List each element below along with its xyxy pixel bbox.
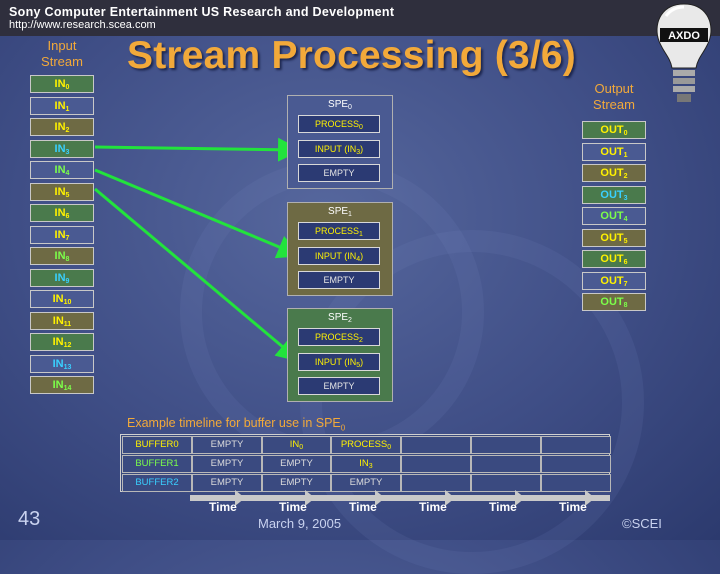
timeline-cell xyxy=(471,436,541,454)
input-stream-item: IN12 xyxy=(30,333,94,351)
footer-date: March 9, 2005 xyxy=(258,516,342,531)
arrow-in5-to-spe2 xyxy=(94,187,301,362)
timeline-cell xyxy=(401,436,471,454)
input-stream-item: IN14 xyxy=(30,376,94,394)
timeline-buffer-name: BUFFER1 xyxy=(122,455,192,473)
spe-empty-slot: EMPTY xyxy=(298,377,380,395)
timeline-cell: PROCESS0 xyxy=(331,436,401,454)
time-label: Time xyxy=(419,500,447,514)
input-stream-item: IN6 xyxy=(30,204,94,222)
input-stream-item: IN4 xyxy=(30,161,94,179)
timeline-cell xyxy=(541,474,611,492)
timeline-cell xyxy=(541,455,611,473)
input-stream-caption: Input Stream xyxy=(41,38,83,69)
spe-label: SPE0 xyxy=(328,99,352,111)
input-stream-item: IN0 xyxy=(30,75,94,93)
time-arrow-icon xyxy=(375,490,385,506)
output-stream-item: OUT5 xyxy=(582,228,646,247)
timeline-cell: EMPTY xyxy=(192,436,262,454)
arrow-in4-to-spe1 xyxy=(94,168,302,259)
spe-empty-slot: EMPTY xyxy=(298,271,380,289)
timeline-cell xyxy=(471,455,541,473)
timeline-cell xyxy=(471,474,541,492)
logo-text: AXDO xyxy=(668,30,700,42)
output-stream-item: OUT2 xyxy=(582,164,646,182)
output-stream-item: OUT3 xyxy=(582,185,646,204)
output-stream-item: OUT0 xyxy=(582,121,646,139)
input-stream-item: IN7 xyxy=(30,225,94,244)
output-stream-caption: Output Stream xyxy=(593,81,635,112)
time-label: Time xyxy=(559,500,587,514)
slide-title: Stream Processing (3/6) xyxy=(127,34,576,77)
spe-process-slot: PROCESS0 xyxy=(298,115,380,133)
timeline-cell: IN3 xyxy=(331,455,401,473)
spe-label: SPE2 xyxy=(328,312,352,324)
output-stream-item: OUT1 xyxy=(582,142,646,161)
time-label: Time xyxy=(489,500,517,514)
footer-copyright: ©SCEI xyxy=(622,516,662,531)
spe-input-slot: INPUT (IN3) xyxy=(298,140,380,158)
spe-process-slot: PROCESS1 xyxy=(298,222,380,240)
input-stream-item: IN11 xyxy=(30,311,94,330)
input-stream-item: IN1 xyxy=(30,96,94,115)
input-stream-item: IN3 xyxy=(30,139,94,158)
input-stream-item: IN5 xyxy=(30,182,94,201)
time-arrow-icon xyxy=(515,490,525,506)
data-flow-arrows xyxy=(94,137,302,362)
timeline-cell xyxy=(401,455,471,473)
spe-empty-slot: EMPTY xyxy=(298,164,380,182)
input-stream-item: IN9 xyxy=(30,268,94,287)
timeline-cell: EMPTY xyxy=(192,455,262,473)
timeline-cell: EMPTY xyxy=(331,474,401,492)
timeline-cell: EMPTY xyxy=(262,455,331,473)
spe-label: SPE1 xyxy=(328,206,352,218)
timeline-cell: EMPTY xyxy=(262,474,331,492)
time-label: Time xyxy=(209,500,237,514)
timeline-buffer-name: BUFFER2 xyxy=(122,474,192,492)
time-label: Time xyxy=(349,500,377,514)
timeline-cell xyxy=(541,436,611,454)
timeline-cell xyxy=(401,474,471,492)
org-url: http://www.research.scea.com xyxy=(9,19,156,31)
timeline-cell: EMPTY xyxy=(192,474,262,492)
spe-input-slot: INPUT (IN5) xyxy=(298,353,380,371)
output-stream-item: OUT4 xyxy=(582,207,646,225)
timeline-buffer-name: BUFFER0 xyxy=(122,436,192,454)
spe-input-slot: INPUT (IN4) xyxy=(298,247,380,265)
output-stream-item: OUT8 xyxy=(582,293,646,311)
org-name: Sony Computer Entertainment US Research … xyxy=(9,5,395,19)
time-arrow-icon xyxy=(445,490,455,506)
page-number: 43 xyxy=(18,508,41,530)
lightbulb-logo-icon: AXDO xyxy=(656,3,712,102)
input-stream-item: IN10 xyxy=(30,290,94,308)
spe-process-slot: PROCESS2 xyxy=(298,328,380,346)
input-stream-item: IN13 xyxy=(30,354,94,373)
time-label: Time xyxy=(279,500,307,514)
input-stream-item: IN2 xyxy=(30,118,94,136)
time-arrow-icon xyxy=(235,490,245,506)
header-bar: Sony Computer Entertainment US Research … xyxy=(0,0,720,36)
time-arrow-icon xyxy=(305,490,315,506)
time-arrow-icon xyxy=(585,490,595,506)
time-axis xyxy=(190,495,610,501)
timeline-title: Example timeline for buffer use in SPE0 xyxy=(127,416,346,433)
output-stream-item: OUT6 xyxy=(582,250,646,268)
arrow-in3-to-spe0 xyxy=(94,137,302,162)
output-stream-item: OUT7 xyxy=(582,271,646,290)
input-stream-item: IN8 xyxy=(30,247,94,265)
timeline-cell: IN0 xyxy=(262,436,331,454)
